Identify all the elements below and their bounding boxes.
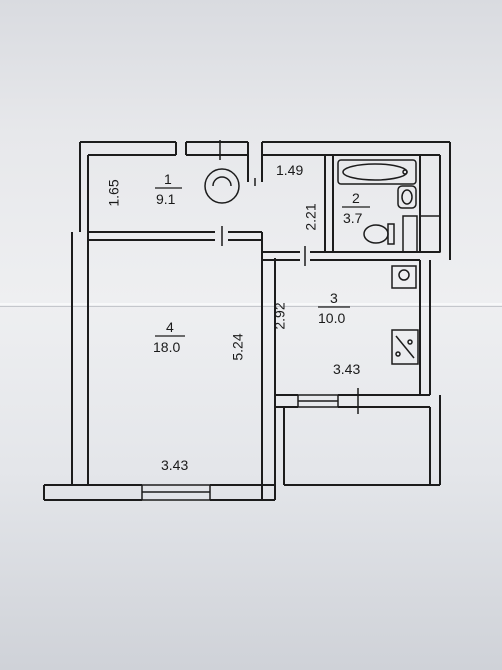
sink-bath	[397, 185, 417, 209]
dim-hall-door: 1.49	[276, 162, 304, 178]
room-3-number: 3	[330, 290, 338, 306]
wall-right-bath	[419, 155, 441, 252]
room-1-number: 1	[164, 171, 172, 187]
wall-kitchen-right	[419, 260, 431, 395]
dim-room-width: 3.43	[161, 457, 189, 473]
wall-top-mid	[175, 141, 249, 156]
balcony	[283, 395, 441, 486]
room-2-number: 2	[352, 190, 360, 206]
shaft-1	[402, 215, 418, 253]
room-3-area: 10.0	[318, 310, 346, 326]
dim-kitchen-height: 2.92	[271, 302, 288, 330]
paper-fold-highlight	[0, 303, 502, 305]
boiler-circle	[204, 168, 240, 204]
room-2-area: 3.7	[343, 210, 363, 226]
dim-hall-height: 1.65	[105, 179, 122, 207]
toilet-bowl	[363, 224, 389, 244]
bathtub	[337, 159, 417, 185]
room-4-number: 4	[166, 319, 174, 335]
dim-bath-height: 2.21	[302, 203, 319, 231]
wall-hall-bath	[324, 155, 334, 252]
wall-hall-room	[88, 231, 262, 241]
toilet-tank	[387, 223, 395, 245]
wall-bottom-mid	[210, 484, 275, 501]
dim-room-height: 5.24	[229, 333, 246, 361]
shaft-2	[419, 215, 441, 253]
room-4-area: 18.0	[153, 339, 181, 355]
dim-kitchen-width: 3.43	[333, 361, 361, 377]
wall-room-right	[261, 232, 276, 500]
paper-fold-shadow	[0, 306, 502, 307]
wall-left-room	[71, 232, 89, 485]
room-1-area: 9.1	[156, 191, 176, 207]
wall-bottom-left	[43, 484, 142, 501]
wall-hall-right	[247, 155, 263, 182]
stove	[391, 329, 419, 365]
kitchen-sink	[391, 265, 417, 289]
wall-bath-kitchen	[262, 251, 440, 261]
wall-top-right	[261, 141, 451, 260]
wall-kitchen-bottom	[275, 394, 430, 408]
wall-top-left	[79, 141, 176, 232]
